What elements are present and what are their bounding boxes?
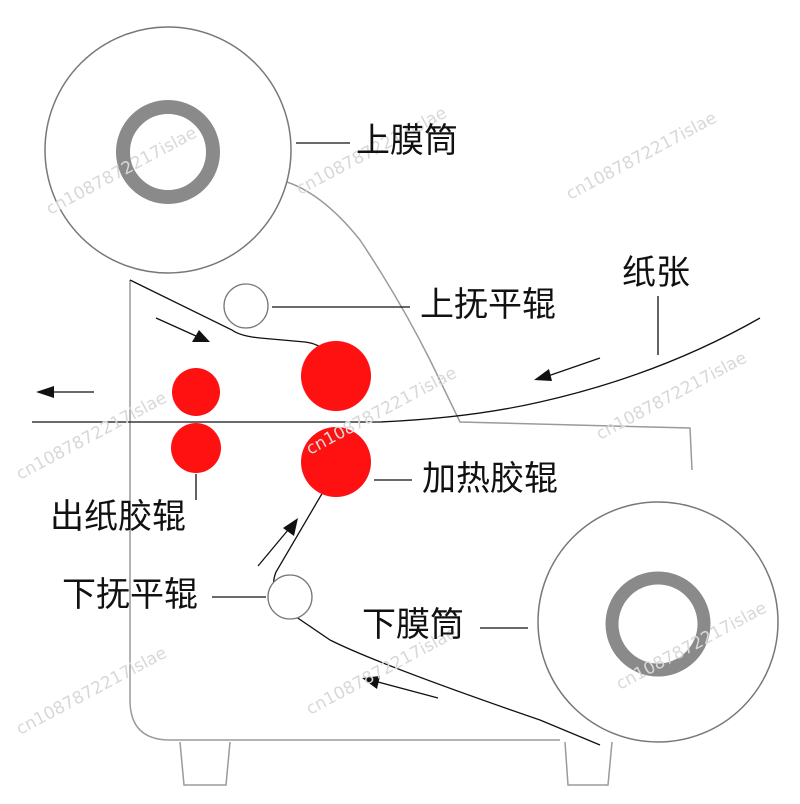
label-upper-film-roll: 上膜筒 (356, 121, 458, 161)
lower-flat-roller (267, 574, 313, 620)
svg-text:cn1087872217islae: cn1087872217islae (593, 348, 750, 444)
foot-left (179, 741, 231, 786)
paper-path (379, 317, 761, 423)
label-paper: 纸张 (622, 253, 690, 293)
label-outfeed-rubber-roller: 出纸胶辊 (50, 497, 186, 537)
machine-top-cover (279, 179, 693, 471)
upper-film-roll (44, 26, 292, 274)
outfeed-rubber-roller-bottom (171, 423, 221, 473)
svg-text:cn1087872217islae: cn1087872217islae (13, 643, 170, 739)
arrow-lower-film-up (257, 518, 298, 567)
arrow-paper (534, 357, 601, 381)
upper-flat-roller (223, 283, 269, 329)
outfeed-rubber-roller-top (172, 368, 220, 416)
arrow-output (36, 386, 94, 398)
svg-text:cn1087872217islae: cn1087872217islae (13, 388, 170, 484)
svg-text:cn1087872217islae: cn1087872217islae (563, 108, 720, 204)
heated-rubber-roller-bottom (301, 427, 371, 497)
machine-body (129, 280, 560, 741)
label-heated-rubber-roller: 加热胶辊 (422, 459, 558, 499)
arrow-lower-film-bottom (362, 676, 439, 699)
lower-film-roll (537, 501, 779, 743)
label-lower-film-roll: 下膜筒 (362, 605, 464, 645)
label-lower-flat-roller: 下抚平辊 (62, 575, 198, 615)
arrow-upper-film (155, 317, 210, 342)
foot-right (564, 741, 613, 786)
label-upper-flat-roller: 上抚平辊 (420, 285, 556, 325)
heated-rubber-roller-top (301, 341, 371, 411)
